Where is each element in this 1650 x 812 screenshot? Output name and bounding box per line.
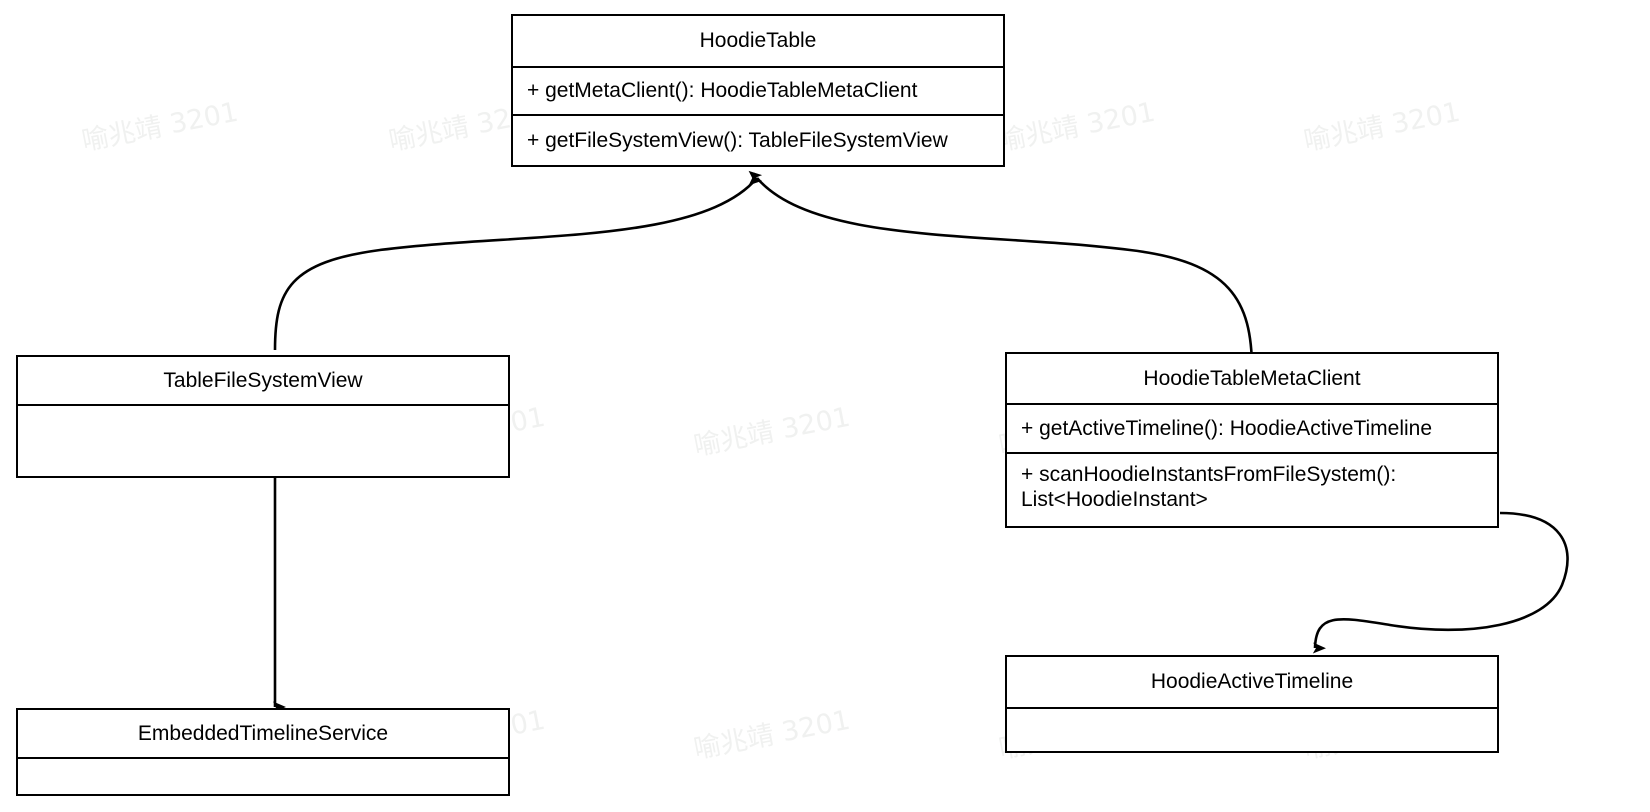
class-method-hoodietablemetaclient-1-line-0: + scanHoodieInstantsFromFileSystem(): [1021, 463, 1397, 486]
class-title-hoodietablemetaclient: HoodieTableMetaClient [1007, 354, 1497, 405]
class-method-hoodieactivetimeline-0 [1007, 709, 1497, 753]
class-method-hoodietablemetaclient-1-line-1: List<HoodieInstant> [1021, 488, 1208, 511]
class-method-tablefilesystemview-0 [18, 406, 508, 476]
class-method-hoodietablemetaclient-1: + scanHoodieInstantsFromFileSystem(): Li… [1007, 454, 1497, 526]
edge-hoodietablemetaclient-hoodietable [748, 172, 1254, 371]
class-title-embeddedtimelineservice: EmbeddedTimelineService [18, 710, 508, 759]
class-title-hoodietable: HoodieTable [513, 16, 1003, 68]
class-box-hoodietable[interactable]: HoodieTable + getMetaClient(): HoodieTab… [511, 14, 1005, 167]
class-box-embeddedtimelineservice[interactable]: EmbeddedTimelineService [16, 708, 510, 796]
class-method-hoodietable-1: + getFileSystemView(): TableFileSystemVi… [527, 128, 948, 152]
class-box-hoodieactivetimeline[interactable]: HoodieActiveTimeline [1005, 655, 1499, 753]
class-box-tablefilesystemview[interactable]: TableFileSystemView [16, 355, 510, 478]
edge-tablefilesystemview-hoodietable [273, 170, 763, 351]
edge-hoodietablemetaclient-hoodieactivetimeline [1312, 511, 1569, 654]
class-title-tablefilesystemview: TableFileSystemView [18, 357, 508, 406]
class-box-hoodietablemetaclient[interactable]: HoodieTableMetaClient + getActiveTimelin… [1005, 352, 1499, 528]
class-title-hoodieactivetimeline: HoodieActiveTimeline [1007, 657, 1497, 709]
class-method-hoodietable-0: + getMetaClient(): HoodieTableMetaClient [513, 68, 1003, 116]
class-method-embeddedtimelineservice-0 [18, 759, 508, 794]
class-method-hoodietablemetaclient-0: + getActiveTimeline(): HoodieActiveTimel… [1007, 405, 1497, 454]
